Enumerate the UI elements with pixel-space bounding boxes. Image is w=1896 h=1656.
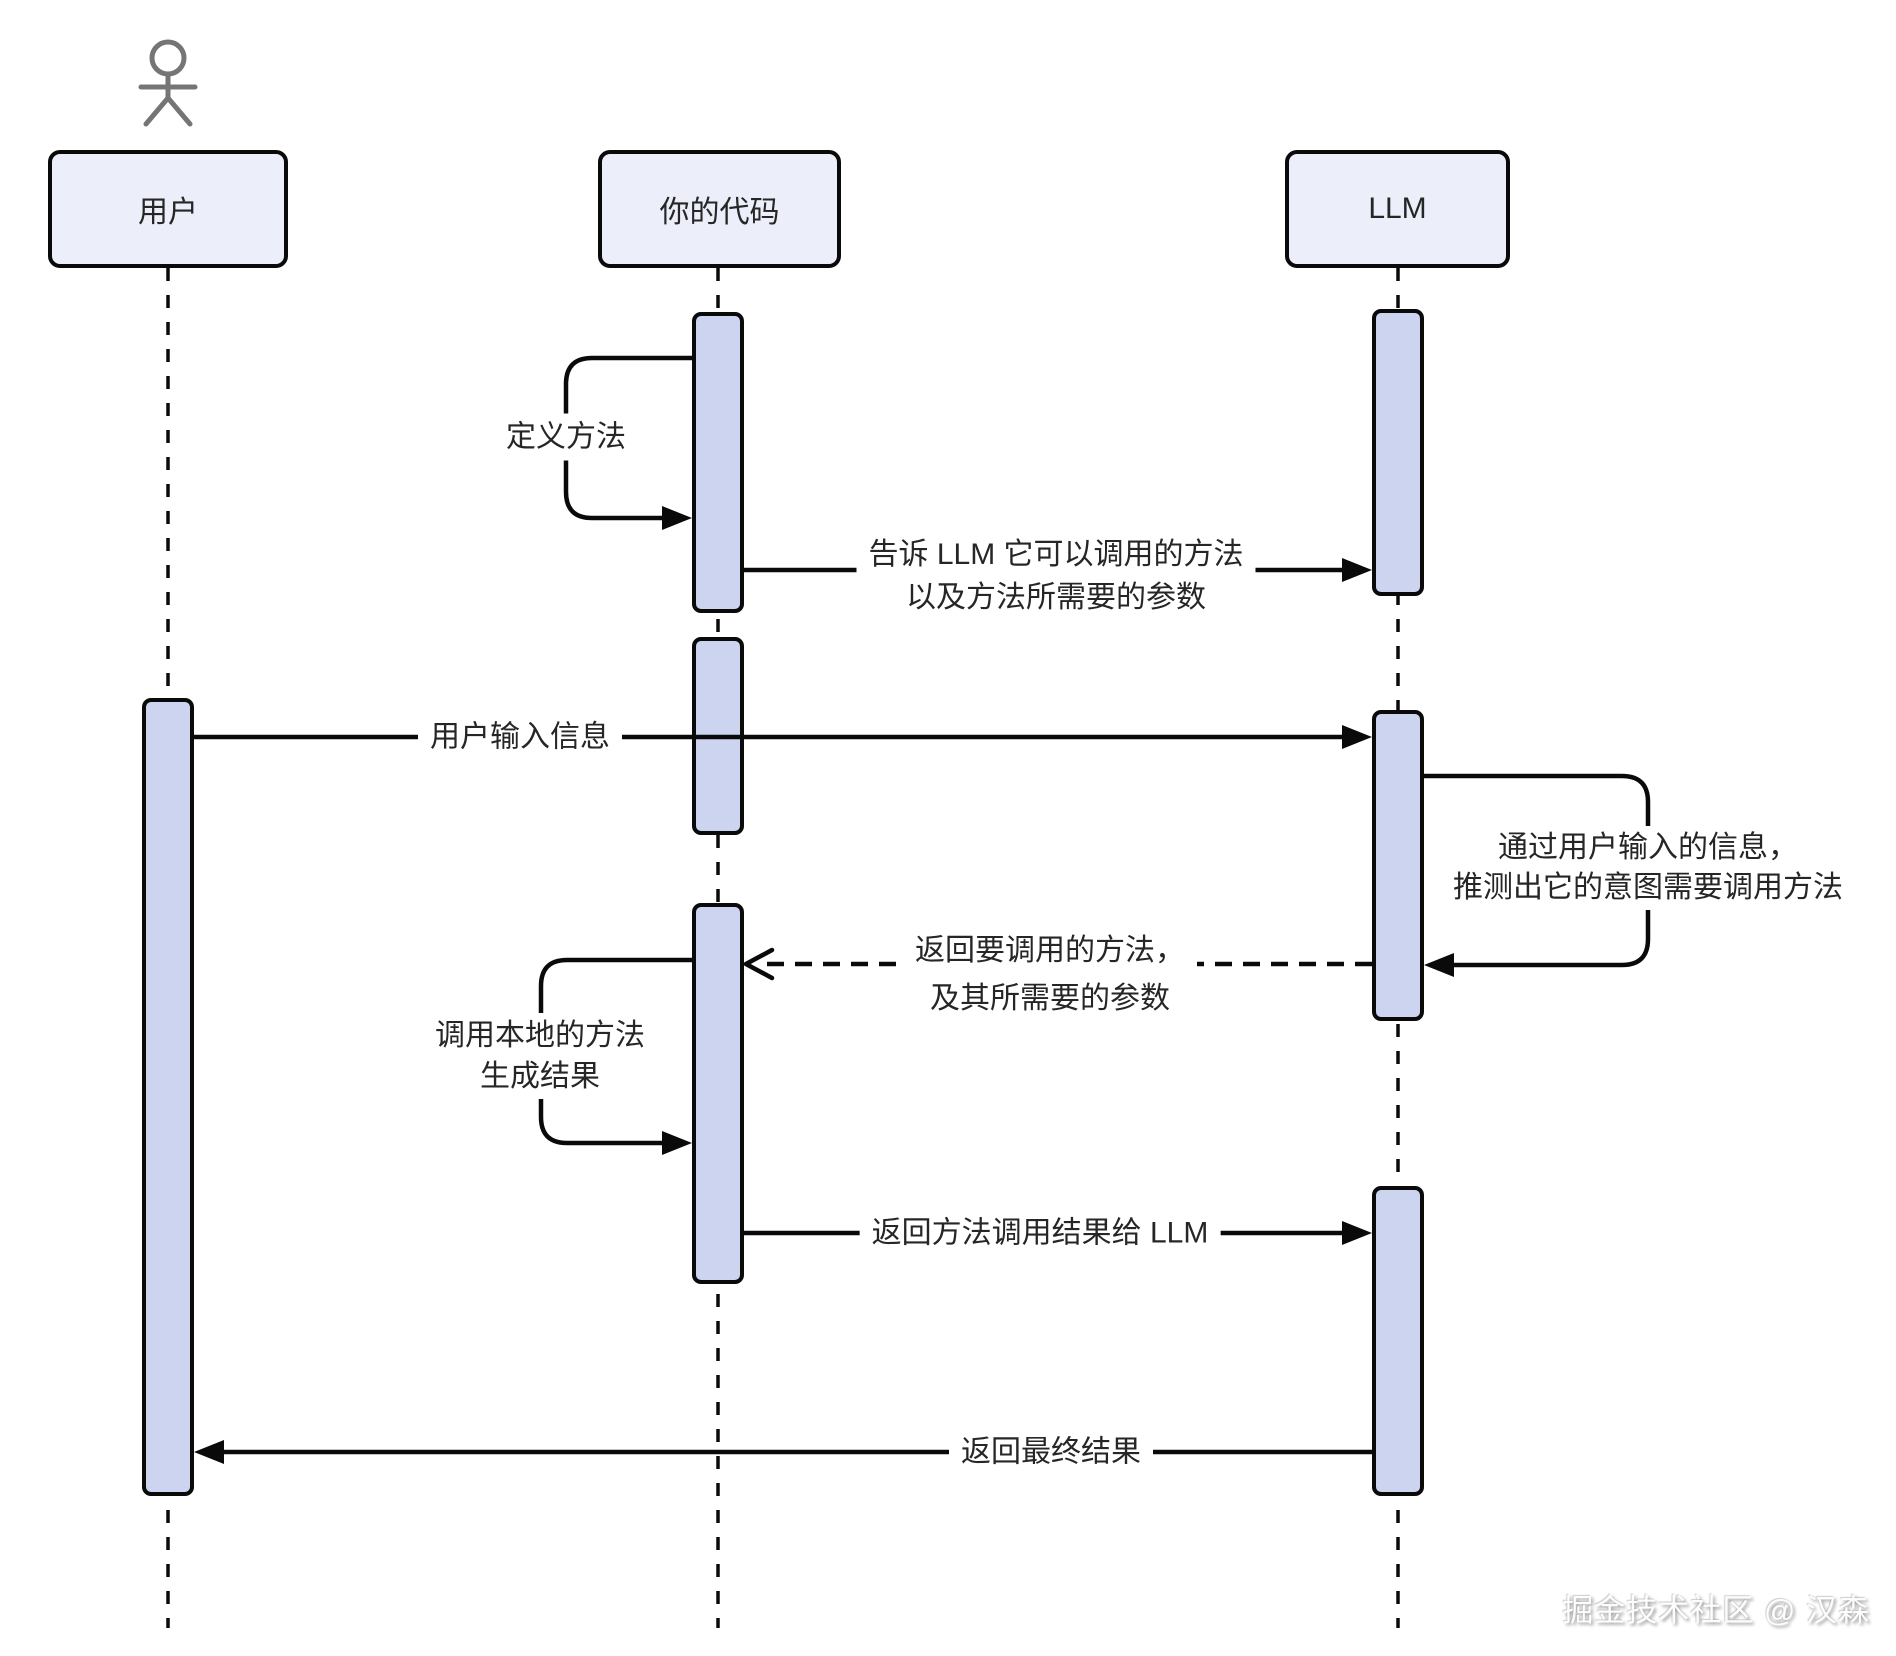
activation-llm-2	[1372, 710, 1424, 1021]
label-infer-intent: 通过用户输入的信息， 推测出它的意图需要调用方法	[1441, 826, 1855, 910]
activation-llm-1	[1372, 309, 1424, 596]
activation-user	[142, 698, 194, 1496]
label-tell-llm: 告诉 LLM 它可以调用的方法 以及方法所需要的参数	[856, 531, 1256, 621]
message-final-result-arrow	[194, 1440, 1372, 1464]
actor-icon	[138, 39, 198, 127]
activation-llm-3	[1372, 1186, 1424, 1496]
participant-label-llm: LLM	[1368, 192, 1427, 225]
participant-label-code: 你的代码	[659, 196, 780, 229]
participant-box-llm: LLM	[1285, 150, 1510, 268]
label-user-input: 用户输入信息	[418, 713, 622, 761]
label-final-result: 返回最终结果	[949, 1428, 1153, 1476]
message-user-input-arrow	[194, 725, 1372, 749]
activation-code-3	[692, 903, 744, 1284]
participant-box-user: 用户	[48, 150, 288, 268]
participant-label-user: 用户	[138, 196, 198, 229]
activation-code-1	[692, 312, 744, 613]
label-return-result: 返回方法调用结果给 LLM	[859, 1209, 1221, 1257]
message-return-method-dashed-arrow	[743, 947, 1372, 981]
watermark: 掘金技术社区 @ 汉森	[1562, 1593, 1870, 1628]
label-return-method: 返回要调用的方法， 及其所需要的参数	[903, 925, 1197, 1025]
participant-box-code: 你的代码	[598, 150, 841, 268]
label-call-local: 调用本地的方法 生成结果	[423, 1013, 657, 1099]
label-define-method: 定义方法	[494, 413, 638, 461]
